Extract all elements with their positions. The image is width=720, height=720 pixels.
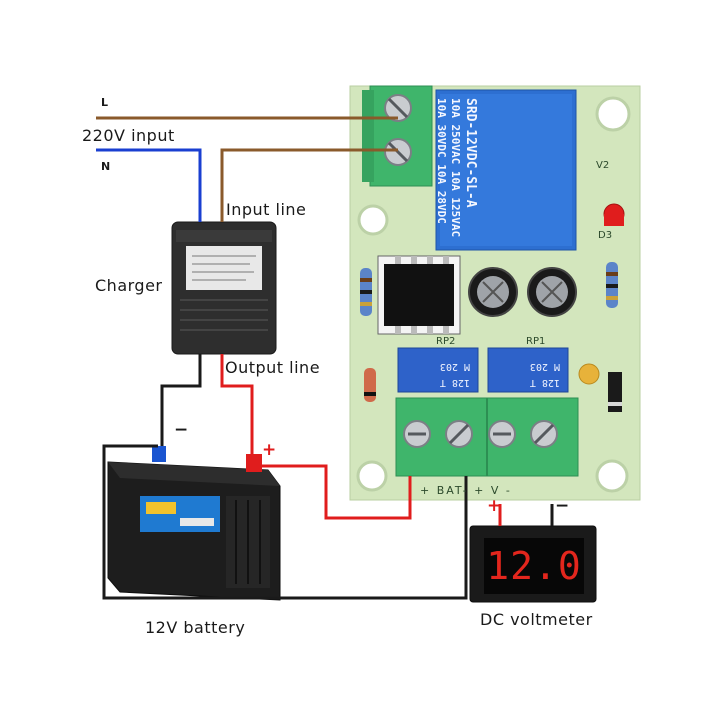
output-line-label: Output line: [225, 358, 321, 377]
potentiometer-rp2: [397, 347, 479, 393]
pot-rp1-text-a: 128 T: [529, 377, 560, 388]
charger-label: Charger: [95, 276, 163, 295]
battery-12v: [107, 446, 281, 601]
resistor: [606, 262, 618, 308]
voltmeter-positive-sign: +: [487, 496, 502, 516]
ic-chip: [377, 255, 461, 335]
output-terminal-block: [395, 397, 579, 477]
terminal-label: + BAT- + V -: [420, 484, 512, 497]
pot-rp2-text-b: M 203: [439, 361, 470, 372]
led-indicator: [603, 203, 625, 226]
mounting-hole: [356, 460, 388, 492]
resistor: [360, 268, 372, 316]
mains-l-label: L: [101, 96, 109, 109]
wire-battery-positive: [262, 464, 412, 520]
relay: [435, 89, 577, 251]
input-line-label: Input line: [226, 200, 307, 219]
ceramic-capacitor: [578, 363, 600, 385]
mains-n-label: N: [101, 160, 111, 173]
mounting-hole: [357, 204, 389, 236]
mounting-hole: [595, 96, 631, 132]
wire-mains-neutral: [96, 148, 202, 222]
battery-positive-sign: +: [262, 440, 277, 460]
charger-adapter: [171, 221, 277, 355]
led-label: D3: [598, 230, 613, 241]
relay-rating-text-1: 10A 250VAC 10A 125VAC: [449, 98, 462, 238]
wire-input-line: [220, 148, 398, 222]
relay-rating-text-2: 10A 30VDC 10A 28VDC: [435, 98, 448, 224]
voltmeter-label: DC voltmeter: [480, 610, 593, 629]
mounting-hole: [595, 459, 629, 493]
pot-rp1-text-b: M 203: [529, 361, 560, 372]
diode: [364, 368, 376, 402]
wire-battery-negative: [102, 444, 468, 600]
battery-negative-terminal: [152, 446, 166, 462]
voltmeter-negative-sign: −: [555, 496, 570, 516]
battery-positive-terminal: [246, 454, 262, 472]
pot-rp2-text-a: 128 T: [439, 377, 470, 388]
voltmeter-reading: 12.0: [486, 544, 582, 588]
v2-label: V2: [596, 160, 610, 171]
relay-model-text: SRD-12VDC-SL-A: [463, 98, 478, 208]
wire-charger-positive: [220, 354, 254, 454]
voltmeter-display: 12.0: [486, 542, 582, 590]
wire-charger-negative: [160, 354, 202, 446]
potentiometer-rp1: [487, 347, 569, 393]
electrolytic-capacitor: [468, 267, 518, 317]
mains-terminal-block: [362, 85, 433, 187]
pot-rp1-label: RP1: [526, 336, 546, 347]
pot-rp2-label: RP2: [436, 336, 456, 347]
battery-label: 12V battery: [145, 618, 246, 637]
diode: [608, 372, 622, 412]
mains-input-label: 220V input: [82, 126, 175, 145]
electrolytic-capacitor: [527, 267, 577, 317]
battery-negative-sign: −: [174, 420, 189, 440]
